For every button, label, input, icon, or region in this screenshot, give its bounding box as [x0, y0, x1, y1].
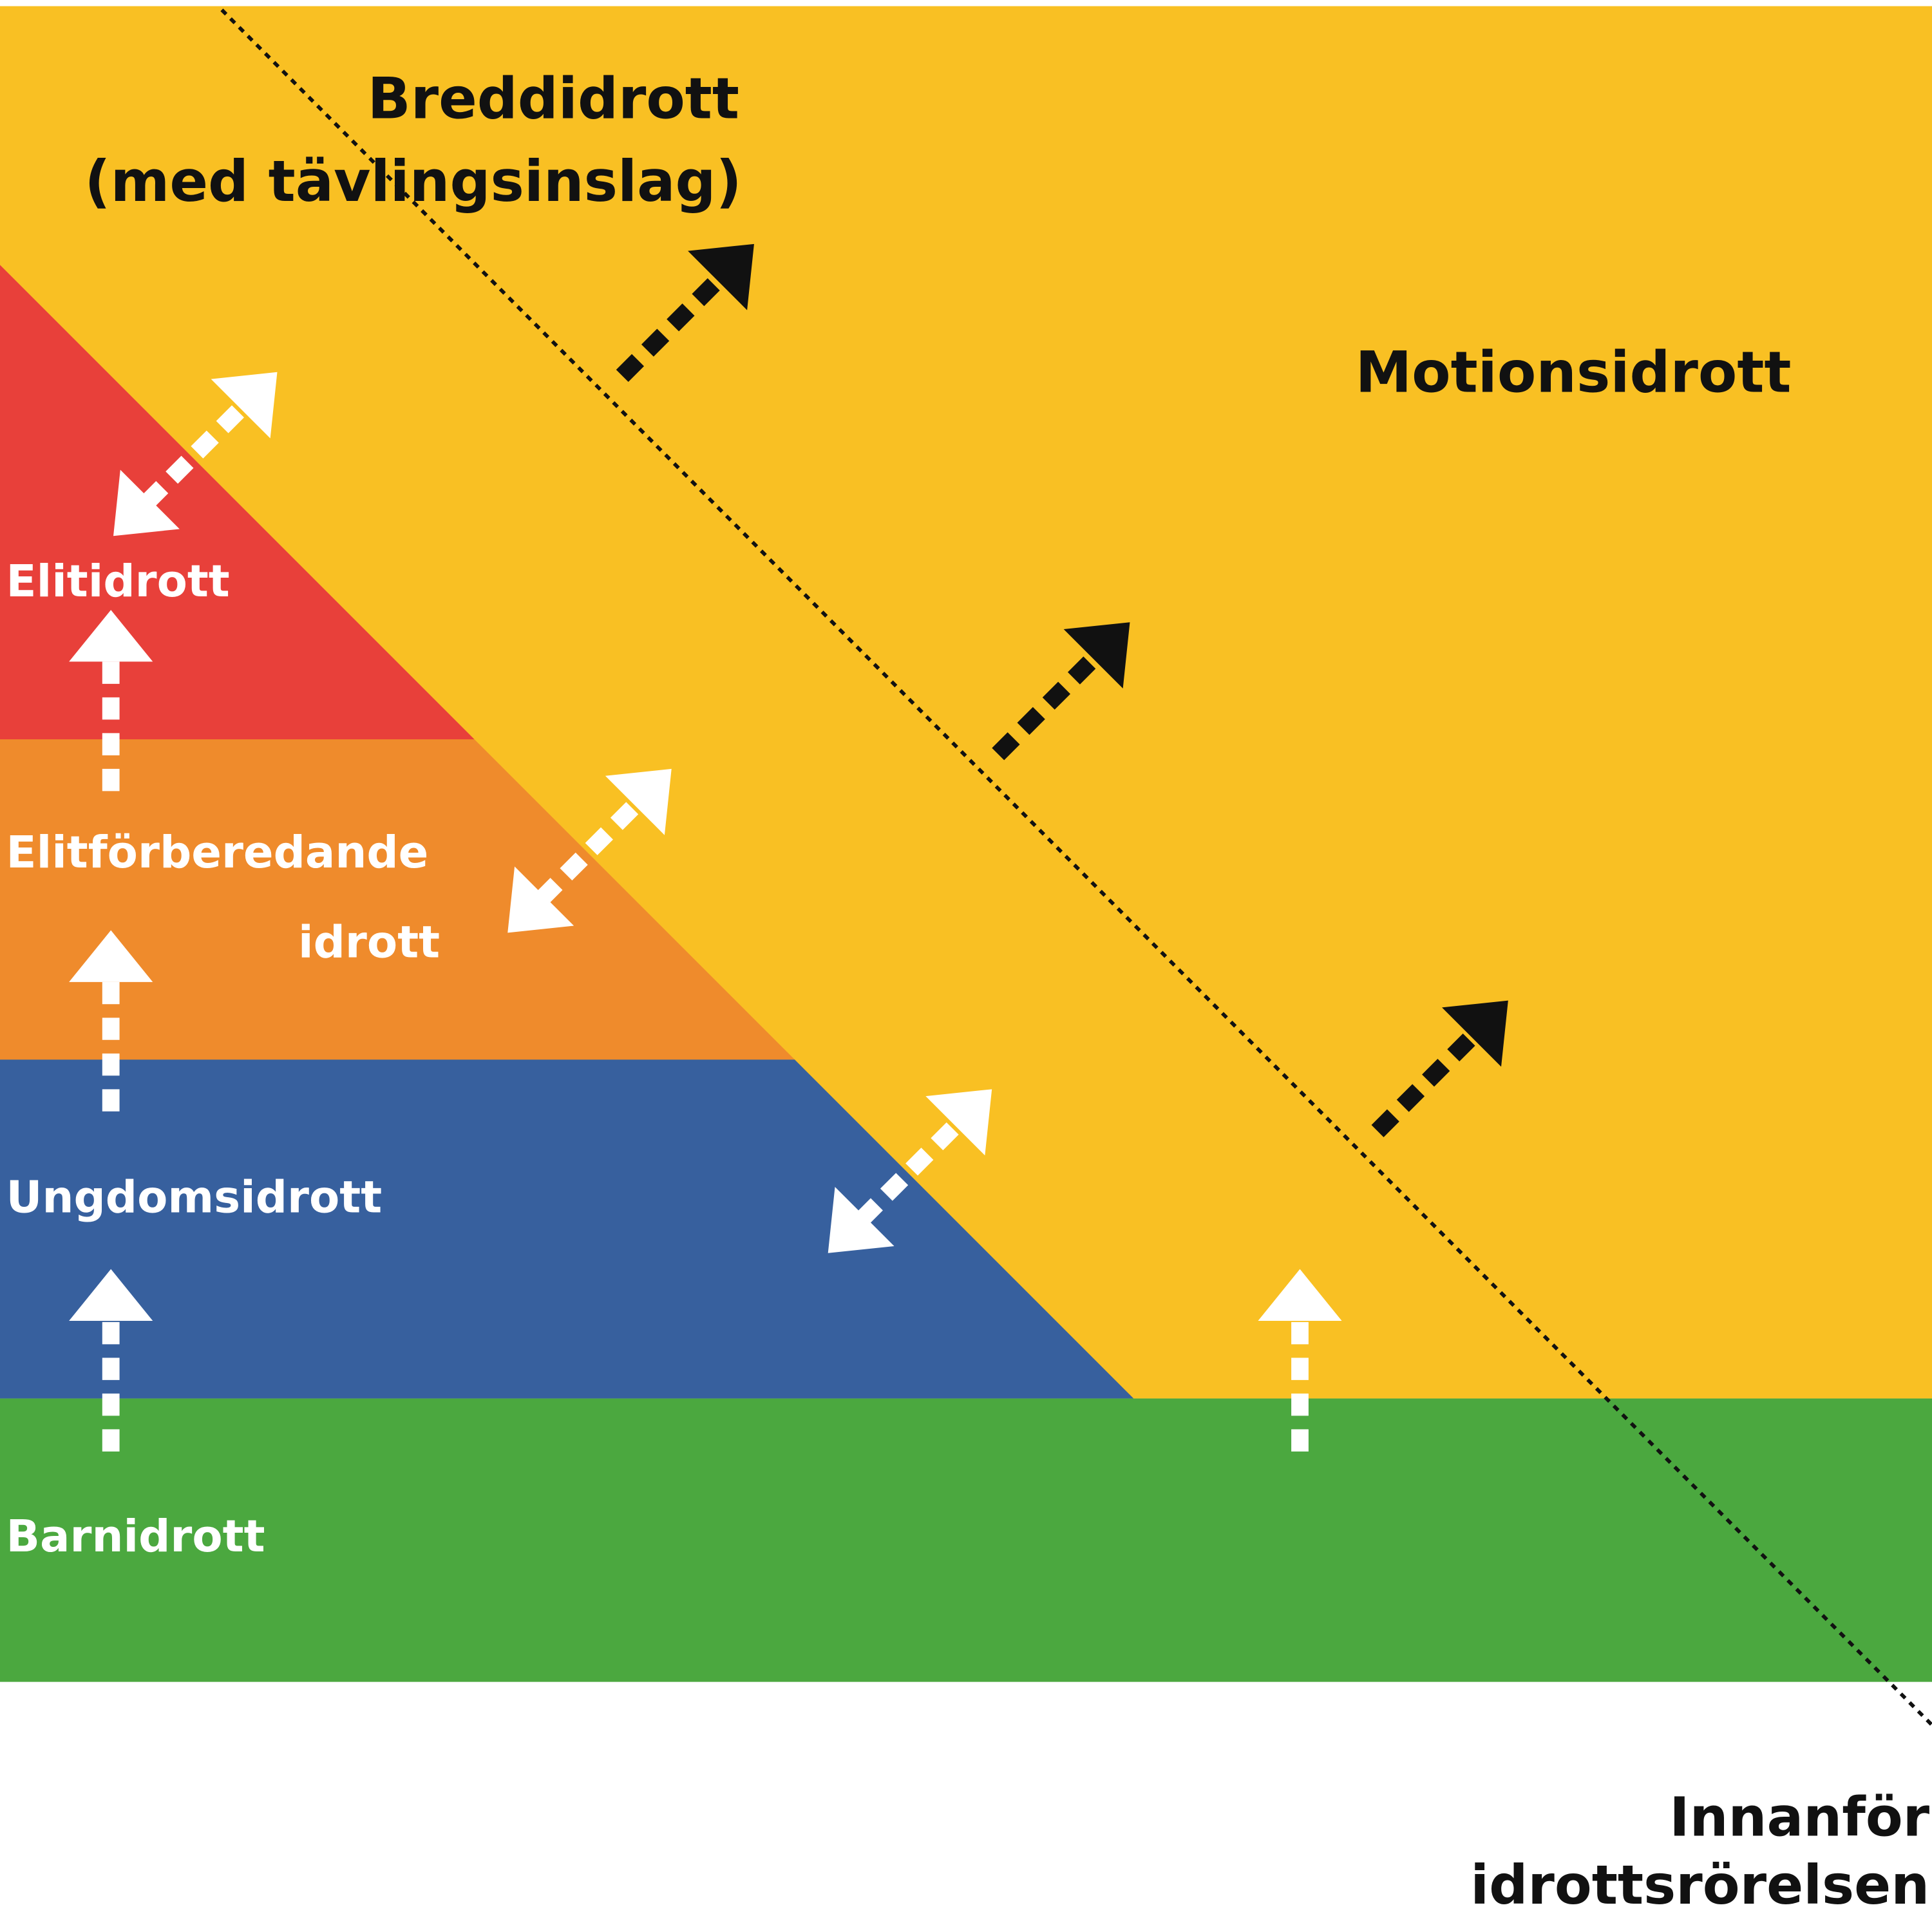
label-elitforberedande-idrott: idrott	[298, 917, 440, 969]
arrow-head-icon	[828, 1186, 895, 1253]
label-innanfor: Innanför	[1669, 1786, 1929, 1849]
arrow-head-icon	[688, 243, 754, 310]
label-barnidrott: Barnidrott	[6, 1511, 265, 1562]
arrow-head-icon	[1063, 622, 1130, 689]
arrow-head-icon	[925, 1089, 992, 1156]
black-arrow-icon	[616, 270, 727, 383]
arrow-head-icon	[1442, 1000, 1508, 1067]
label-ungdomsidrott: Ungdomsidrott	[6, 1172, 383, 1224]
double-arrow-icon	[535, 795, 645, 906]
arrow-head-icon	[69, 930, 153, 982]
arrows	[69, 243, 1508, 1452]
ungdomsidrott-band	[0, 1059, 1134, 1399]
label-elitforberedande: Elitförberedande	[6, 827, 429, 878]
double-arrow-icon	[140, 399, 251, 509]
arrow-head-icon	[69, 1269, 153, 1321]
elitforberedande-band	[0, 739, 795, 1060]
black-arrow-icon	[992, 649, 1103, 761]
arrow-head-icon	[1258, 1269, 1342, 1321]
black-arrow-icon	[1371, 1027, 1481, 1137]
arrow-head-icon	[211, 372, 278, 439]
label-elitidrott: Elitidrott	[6, 556, 230, 607]
arrow-head-icon	[113, 469, 180, 536]
label-idrottsrorelsen: idrottsrörelsen	[1470, 1853, 1929, 1917]
label-motionsidrott: Motionsidrott	[1356, 339, 1792, 405]
arrow-head-icon	[605, 768, 672, 835]
double-arrow-icon	[855, 1116, 965, 1226]
arrow-head-icon	[69, 610, 153, 662]
barnidrott-band	[0, 1398, 1932, 1682]
boundary-dotted-line	[220, 8, 1932, 1727]
label-breddidrott: Breddidrott	[368, 66, 739, 132]
label-breddidrott-sub: (med tävlingsinslag)	[84, 148, 741, 214]
arrow-head-icon	[507, 866, 574, 933]
